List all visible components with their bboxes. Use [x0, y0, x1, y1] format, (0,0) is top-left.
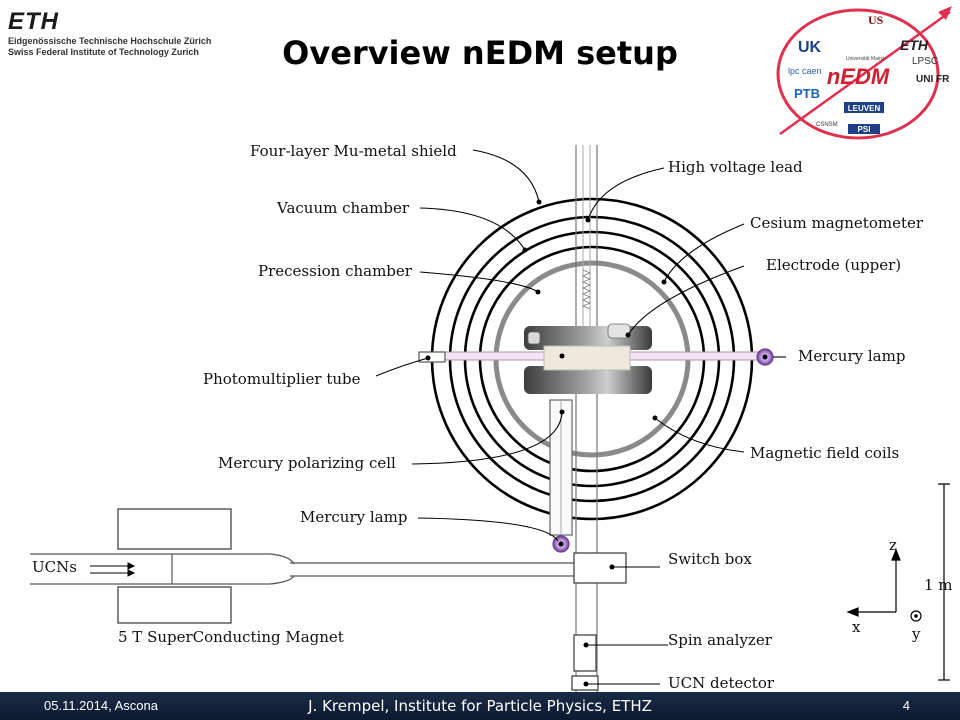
label-mercury-lamp-lower: Mercury lamp: [300, 508, 407, 526]
collab-lpc: lpc caen: [788, 66, 822, 76]
label-magnetic-field-coils: Magnetic field coils: [750, 444, 899, 462]
collab-lpsc: LPSC: [912, 56, 938, 67]
collab-us: US: [868, 13, 884, 27]
cs-magnetometer-right: [607, 323, 631, 339]
footer-page-number: 4: [902, 698, 910, 713]
footer-date: 05.11.2014, Ascona: [44, 698, 158, 713]
label-cesium-magnetometer: Cesium magnetometer: [750, 214, 924, 232]
scale-bar: [938, 483, 950, 681]
axis-z-label: z: [889, 536, 897, 554]
collab-leuven: LEUVEN: [848, 104, 881, 113]
label-superconducting-magnet: 5 T SuperConducting Magnet: [118, 628, 344, 646]
photomultiplier-tube: [418, 351, 446, 363]
leader-dots: [425, 199, 768, 687]
eth-logo-line2: Swiss Federal Institute of Technology Zu…: [8, 47, 199, 57]
label-spin-analyzer: Spin analyzer: [668, 631, 773, 649]
eth-logo: ETH Eidgenössische Technische Hochschule…: [8, 8, 211, 58]
nedm-diagram: Four-layer Mu-metal shield Vacuum chambe…: [30, 142, 953, 692]
axis-y-label: y: [911, 625, 921, 643]
collab-psi: PSI: [858, 125, 871, 134]
superconducting-magnet: [117, 508, 232, 624]
label-switch-box: Switch box: [668, 550, 752, 568]
label-electrode-upper: Electrode (upper): [766, 256, 901, 274]
label-ucn-detector: UCN detector: [668, 674, 775, 692]
label-mercury-polarizing-cell: Mercury polarizing cell: [218, 454, 396, 472]
collab-mainz: Universität Mainz: [846, 56, 885, 62]
label-ucns: UCNs: [32, 558, 77, 576]
coordinate-axes: [846, 548, 922, 622]
label-high-voltage-lead: High voltage lead: [668, 158, 803, 176]
label-photomultiplier-tube: Photomultiplier tube: [203, 370, 361, 388]
lower-electrode: [524, 366, 652, 394]
eth-logo-text: ETH: [8, 8, 59, 35]
scale-bar-label: 1 m: [924, 576, 953, 594]
label-mercury-lamp-right: Mercury lamp: [798, 347, 905, 365]
ucn-guide-horizontal: [30, 553, 576, 585]
collab-csnsm: CSNSM: [816, 122, 838, 128]
high-voltage-lead-tube: [575, 145, 598, 330]
collab-uk: UK: [798, 39, 822, 56]
collaboration-logo: nEDM US UK ETH LPSC UNI FR PTB LEUVEN PS…: [776, 6, 952, 140]
spin-analyzer: [573, 634, 597, 672]
cs-magnetometer-left: [527, 331, 541, 345]
collab-ptb: PTB: [794, 86, 820, 101]
switch-box: [573, 552, 627, 584]
label-mu-metal-shield: Four-layer Mu-metal shield: [250, 142, 457, 160]
ucn-flow-arrows: [90, 562, 136, 577]
eth-logo-line1: Eidgenössische Technische Hochschule Zür…: [8, 36, 212, 46]
axis-x-label: x: [852, 618, 861, 636]
collab-unifr: UNI FR: [916, 74, 950, 85]
footer-institute: J. Krempel, Institute for Particle Physi…: [308, 697, 652, 715]
label-precession-chamber: Precession chamber: [258, 262, 413, 280]
label-vacuum-chamber: Vacuum chamber: [276, 199, 410, 217]
collab-eth: ETH: [900, 37, 929, 53]
leader-lines: [375, 149, 786, 685]
slide-footer: 05.11.2014, Ascona J. Krempel, Institute…: [0, 692, 960, 720]
collab-center-text: nEDM: [827, 64, 890, 89]
slide-title: Overview nEDM setup: [282, 34, 678, 72]
precession-chamber: [543, 345, 631, 371]
